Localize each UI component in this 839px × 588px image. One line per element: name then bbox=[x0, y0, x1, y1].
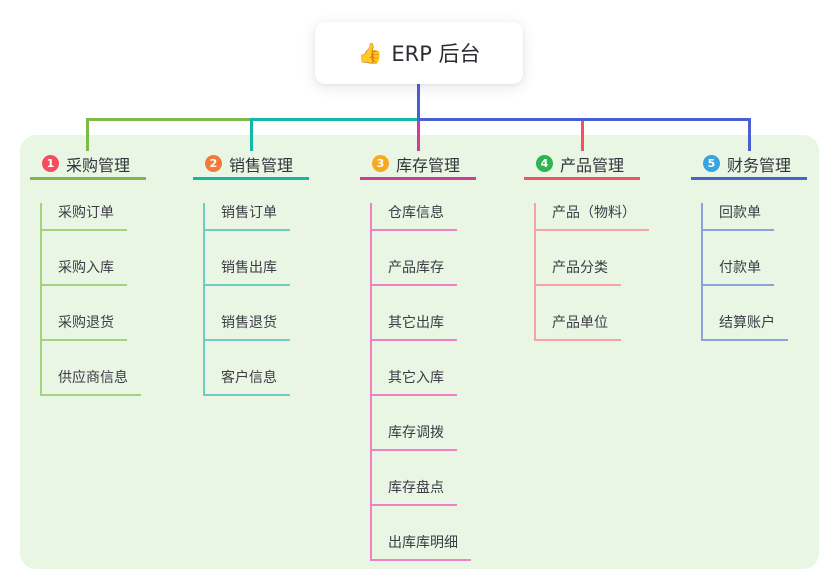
node-outbound-detail[interactable]: 出库库明细 bbox=[372, 533, 471, 561]
badge-number-5: 5 bbox=[703, 155, 720, 172]
branch-title-inventory[interactable]: 3 库存管理 bbox=[360, 150, 476, 180]
mindmap-panel bbox=[20, 135, 819, 569]
branch-items-sales: 销售订单 销售出库 销售退货 客户信息 bbox=[203, 203, 309, 396]
node-purchase-inbound[interactable]: 采购入库 bbox=[42, 258, 127, 286]
branch-product: 4 产品管理 产品（物料） 产品分类 产品单位 bbox=[524, 150, 649, 341]
root-node-label: ERP 后台 bbox=[391, 42, 481, 66]
node-receipt-bill[interactable]: 回款单 bbox=[703, 203, 774, 231]
node-product-unit[interactable]: 产品单位 bbox=[536, 313, 621, 341]
node-purchase-return[interactable]: 采购退货 bbox=[42, 313, 127, 341]
node-stock-taking[interactable]: 库存盘点 bbox=[372, 478, 457, 506]
thumbs-up-icon: 👍 bbox=[357, 41, 383, 65]
branch-label-product: 产品管理 bbox=[560, 155, 625, 175]
connector-drop-inventory bbox=[417, 121, 420, 151]
node-customer-info[interactable]: 客户信息 bbox=[205, 368, 290, 396]
node-warehouse-info[interactable]: 仓库信息 bbox=[372, 203, 457, 231]
branch-label-inventory: 库存管理 bbox=[396, 155, 461, 175]
branch-purchase: 1 采购管理 采购订单 采购入库 采购退货 供应商信息 bbox=[30, 150, 146, 396]
badge-number-4: 4 bbox=[536, 155, 553, 172]
connector-trunk-blue bbox=[417, 118, 751, 121]
node-sales-return[interactable]: 销售退货 bbox=[205, 313, 290, 341]
badge-number-2: 2 bbox=[205, 155, 222, 172]
branch-label-finance: 财务管理 bbox=[727, 155, 792, 175]
node-sales-outbound[interactable]: 销售出库 bbox=[205, 258, 290, 286]
branch-items-finance: 回款单 付款单 结算账户 bbox=[701, 203, 807, 341]
node-stock-transfer[interactable]: 库存调拨 bbox=[372, 423, 457, 451]
branch-finance: 5 财务管理 回款单 付款单 结算账户 bbox=[691, 150, 807, 341]
node-other-outbound[interactable]: 其它出库 bbox=[372, 313, 457, 341]
branch-title-sales[interactable]: 2 销售管理 bbox=[193, 150, 309, 180]
branch-label-sales: 销售管理 bbox=[229, 155, 294, 175]
branch-items-purchase: 采购订单 采购入库 采购退货 供应商信息 bbox=[40, 203, 146, 396]
root-node-erp-backend[interactable]: 👍 ERP 后台 bbox=[315, 22, 523, 84]
node-other-inbound[interactable]: 其它入库 bbox=[372, 368, 457, 396]
connector-drop-product bbox=[581, 121, 584, 151]
branch-title-purchase[interactable]: 1 采购管理 bbox=[30, 150, 146, 180]
node-payment-bill[interactable]: 付款单 bbox=[703, 258, 774, 286]
branch-items-product: 产品（物料） 产品分类 产品单位 bbox=[534, 203, 649, 341]
connector-trunk-green bbox=[86, 118, 253, 121]
node-product-stock[interactable]: 产品库存 bbox=[372, 258, 457, 286]
connector-root-drop bbox=[417, 84, 420, 118]
connector-drop-purchase bbox=[86, 118, 89, 151]
connector-drop-finance bbox=[748, 118, 751, 151]
badge-number-1: 1 bbox=[42, 155, 59, 172]
badge-number-3: 3 bbox=[372, 155, 389, 172]
branch-sales: 2 销售管理 销售订单 销售出库 销售退货 客户信息 bbox=[193, 150, 309, 396]
branch-title-product[interactable]: 4 产品管理 bbox=[524, 150, 640, 180]
branch-items-inventory: 仓库信息 产品库存 其它出库 其它入库 库存调拨 库存盘点 出库库明细 bbox=[370, 203, 476, 561]
node-product-material[interactable]: 产品（物料） bbox=[536, 203, 649, 231]
node-supplier-info[interactable]: 供应商信息 bbox=[42, 368, 141, 396]
connector-drop-sales bbox=[250, 118, 253, 151]
node-settlement-account[interactable]: 结算账户 bbox=[703, 313, 788, 341]
branch-label-purchase: 采购管理 bbox=[66, 155, 131, 175]
node-product-category[interactable]: 产品分类 bbox=[536, 258, 621, 286]
node-purchase-order[interactable]: 采购订单 bbox=[42, 203, 127, 231]
branch-inventory: 3 库存管理 仓库信息 产品库存 其它出库 其它入库 库存调拨 库存盘点 出库库… bbox=[360, 150, 476, 561]
connector-trunk-teal bbox=[252, 118, 418, 121]
branch-title-finance[interactable]: 5 财务管理 bbox=[691, 150, 807, 180]
node-sales-order[interactable]: 销售订单 bbox=[205, 203, 290, 231]
